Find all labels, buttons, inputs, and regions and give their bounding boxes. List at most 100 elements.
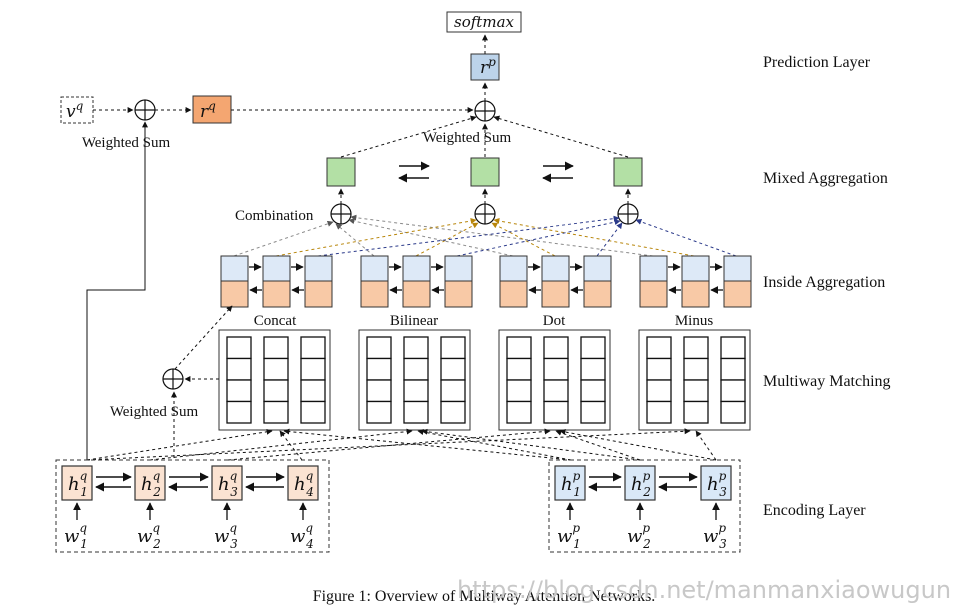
inside-aggregation-groups (220, 255, 752, 308)
question-encoding-frame (55, 459, 330, 553)
matching-cell (226, 400, 252, 424)
matching-cell (580, 400, 606, 424)
softmax-box (446, 11, 522, 33)
layer-label-multiway-matching: Multiway Matching (763, 373, 891, 390)
matching-cell (720, 336, 746, 360)
matching-cell (646, 400, 672, 424)
oplus-combination-3 (617, 203, 639, 225)
layer-label-mixed-aggregation: Mixed Aggregation (763, 170, 888, 187)
matching-cell (263, 336, 289, 360)
inside-to-combination-gray (233, 214, 654, 257)
inside-cell-bottom (723, 280, 752, 308)
encoding-to-matching-arrows (86, 428, 717, 461)
hq-node-2-box (134, 465, 166, 501)
matching-cell (543, 379, 569, 403)
inside-cell-bottom (360, 280, 389, 308)
inside-cell-top (723, 255, 752, 282)
layer-label-encoding: Encoding Layer (763, 502, 866, 519)
matching-label-concat: Concat (254, 313, 297, 329)
matching-cell (226, 357, 252, 381)
watermark: https://blog.csdn.net/manmanxiaowugun (457, 576, 951, 604)
matching-cell (300, 357, 326, 381)
mixed-node-2 (470, 157, 500, 187)
multiway-matching-blocks (218, 329, 751, 431)
inside-cell-bottom (639, 280, 668, 308)
passage-encoding-frame (548, 459, 741, 553)
matching-cell (366, 357, 392, 381)
inside-cell-top (360, 255, 389, 282)
matching-cell (683, 379, 709, 403)
matching-cell (543, 357, 569, 381)
matching-label-minus: Minus (675, 313, 714, 329)
mixed-bi-arrows-2 (542, 161, 574, 183)
softmax-label: softmax (454, 13, 514, 31)
matching-cell (440, 357, 466, 381)
matching-cell (300, 400, 326, 424)
matching-cell (683, 336, 709, 360)
inside-group-2 (360, 255, 473, 308)
matching-cell (366, 379, 392, 403)
matching-block-3 (498, 329, 611, 431)
matching-cell (506, 357, 532, 381)
layer-label-prediction: Prediction Layer (763, 54, 871, 71)
matching-cell (440, 400, 466, 424)
matching-block-1 (218, 329, 331, 431)
inside-cell-top (444, 255, 473, 282)
matching-cell (440, 336, 466, 360)
inside-cell-bottom (499, 280, 528, 308)
oplus-combination-2 (474, 203, 496, 225)
inside-cell-top (304, 255, 333, 282)
inside-cell-bottom (304, 280, 333, 308)
arrow-oplus-inside (174, 305, 233, 370)
inside-cell-top (220, 255, 249, 282)
oplus-top (474, 100, 496, 122)
hq-node-3-box (211, 465, 243, 501)
rp-label: rp (480, 55, 496, 78)
inside-cell-bottom (541, 280, 570, 308)
matching-label-dot: Dot (543, 313, 566, 329)
arrow-mixed3-top (493, 115, 629, 158)
matching-cell (683, 400, 709, 424)
mixed-node-1 (326, 157, 356, 187)
inside-cell-top (583, 255, 612, 282)
inside-cell-top (681, 255, 710, 282)
matching-cell (580, 357, 606, 381)
weighted-sum-question-label: Weighted Sum (82, 135, 171, 151)
matching-cell (506, 336, 532, 360)
matching-cell (646, 379, 672, 403)
matching-cell (543, 400, 569, 424)
rp-box (470, 53, 500, 81)
matching-cell (580, 336, 606, 360)
inside-group-3 (499, 255, 612, 308)
matching-cell (403, 357, 429, 381)
matching-cell (403, 336, 429, 360)
hq-node-1-box (61, 465, 93, 501)
matching-cell (543, 336, 569, 360)
matching-cell (403, 379, 429, 403)
inside-group-4 (639, 255, 752, 308)
oplus-question (134, 99, 156, 121)
inside-to-combination-navy (317, 215, 737, 257)
matching-cell (300, 379, 326, 403)
layer-label-inside-aggregation: Inside Aggregation (763, 274, 885, 291)
matching-cell (263, 400, 289, 424)
inside-cell-top (402, 255, 431, 282)
matching-block-4 (638, 329, 751, 431)
matching-cell (506, 400, 532, 424)
hq-node-4-box (287, 465, 319, 501)
combination-label: Combination (235, 208, 314, 224)
matching-cell (226, 336, 252, 360)
